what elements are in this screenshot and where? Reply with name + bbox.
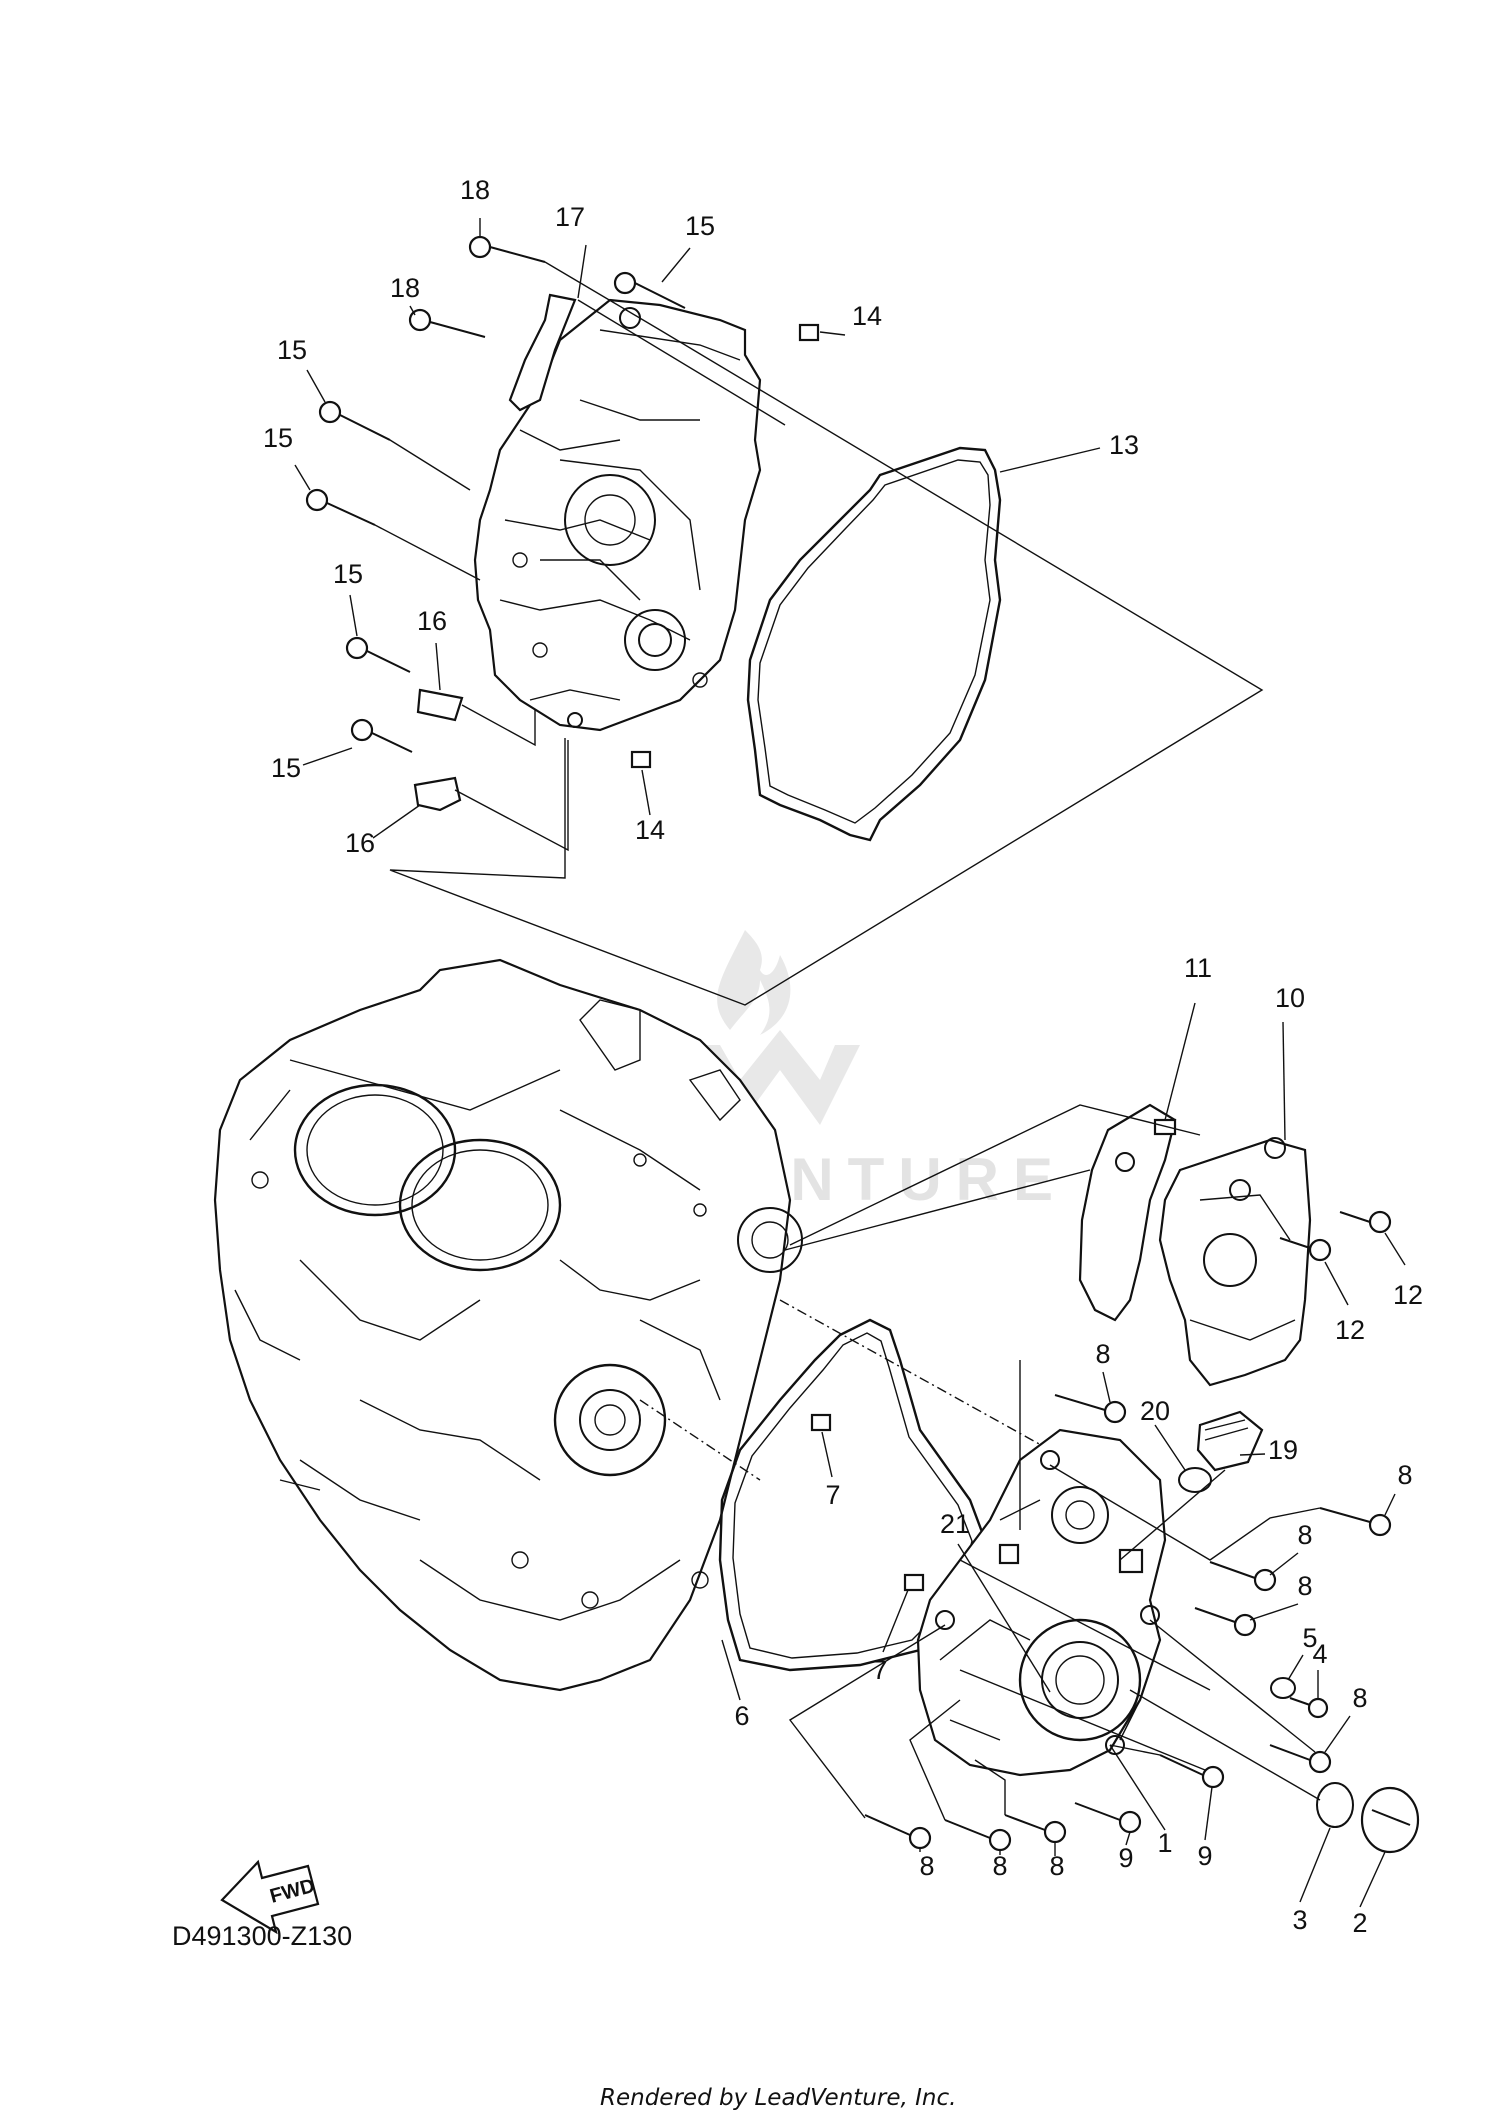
bolt-12-left <box>1279 1237 1332 1262</box>
callout-8-mid2: 8 <box>1297 1571 1312 1601</box>
callout-14-bottom: 14 <box>635 815 665 845</box>
callout-8-mid1: 8 <box>1297 1520 1312 1550</box>
callout-16-upper: 16 <box>417 606 447 636</box>
bolt-8-mid1 <box>1209 1561 1277 1592</box>
part-7-dowel-lower <box>903 1573 925 1592</box>
callout-8-bottom2: 8 <box>992 1851 1007 1881</box>
bolt-9-bottom <box>1074 1802 1142 1834</box>
part-19-plug <box>1196 1410 1264 1472</box>
callout-20: 20 <box>1140 1396 1170 1426</box>
bolt-8-mid2 <box>1194 1607 1257 1637</box>
diagram-code: D491300-Z130 <box>172 1921 352 1951</box>
callout-15-b: 15 <box>277 335 307 365</box>
callout-7-lower: 7 <box>872 1655 887 1685</box>
callout-12-right: 12 <box>1393 1280 1423 1310</box>
chain-guide-11 <box>1078 1103 1177 1322</box>
assembly-lines-top <box>374 261 1264 1006</box>
callout-12-left: 12 <box>1335 1315 1365 1345</box>
callout-labels: 18 17 15 18 14 15 15 13 15 16 15 16 14 1… <box>263 175 1423 1938</box>
bolts-lower <box>864 1394 1392 1852</box>
callout-5: 5 <box>1302 1623 1317 1653</box>
bolt-8-right-top <box>1319 1507 1392 1537</box>
bolt-12-right <box>1339 1210 1392 1234</box>
part-17-bracket <box>508 293 577 412</box>
callout-17: 17 <box>555 202 585 232</box>
rendered-by-footer: Rendered by LeadVenture, Inc. <box>600 2085 956 2111</box>
crankcase-assembly <box>213 958 803 1692</box>
part-3-o-ring <box>1316 1782 1354 1828</box>
bolt-18-lower <box>408 308 486 338</box>
bolt-8-upper <box>1054 1394 1127 1424</box>
bolts-top <box>305 235 820 812</box>
bolt-15-b <box>318 400 391 441</box>
callout-10: 10 <box>1275 983 1305 1013</box>
part-7-dowel-upper <box>810 1413 832 1432</box>
callout-7-upper: 7 <box>825 1480 840 1510</box>
part-16-clamp-upper <box>416 688 464 722</box>
callout-18-upper: 18 <box>460 175 490 205</box>
bolt-15-top <box>613 271 686 309</box>
assembly-lines-lower <box>788 1360 1321 1821</box>
part-16-clamp-lower <box>413 776 462 812</box>
part-13-gasket <box>746 446 1002 842</box>
part-2-cap <box>1360 1786 1420 1854</box>
callout-14-top: 14 <box>852 301 882 331</box>
bolt-8-right-low <box>1269 1744 1332 1774</box>
part-14-dowel-bottom <box>630 750 652 769</box>
part-13-gasket-inner <box>757 459 991 824</box>
callout-9-bottom: 9 <box>1118 1843 1133 1873</box>
callout-2: 2 <box>1352 1908 1367 1938</box>
bolt-8-bottom3 <box>864 1814 932 1850</box>
bolt-15-e <box>350 718 413 753</box>
callout-8-bottom3: 8 <box>919 1851 934 1881</box>
bolt-9-right <box>1159 1754 1225 1789</box>
callout-8-right-top: 8 <box>1397 1460 1412 1490</box>
sprocket-cover-10 <box>1158 1137 1312 1387</box>
callout-9-right: 9 <box>1197 1841 1212 1871</box>
callout-16-lower: 16 <box>345 828 375 858</box>
callout-21: 21 <box>940 1509 970 1539</box>
fwd-arrow-icon: FWD <box>220 1859 320 1935</box>
bolt-8-bottom2 <box>944 1819 1012 1852</box>
callout-1: 1 <box>1157 1828 1172 1858</box>
callout-6: 6 <box>734 1701 749 1731</box>
callout-19: 19 <box>1268 1435 1298 1465</box>
callout-leaders <box>294 218 1406 1908</box>
callout-8-right-low: 8 <box>1352 1683 1367 1713</box>
callout-8-bottom1: 8 <box>1049 1851 1064 1881</box>
callout-15-top: 15 <box>685 211 715 241</box>
callout-8-upper: 8 <box>1095 1339 1110 1369</box>
part-20-o-ring <box>1178 1467 1212 1493</box>
bolt-15-d <box>345 636 411 673</box>
bolt-4 <box>1289 1697 1329 1719</box>
callout-3: 3 <box>1292 1905 1307 1935</box>
bolt-15-c <box>305 488 376 526</box>
callout-13: 13 <box>1109 430 1139 460</box>
callout-11: 11 <box>1184 953 1212 983</box>
callout-18-lower: 18 <box>390 273 420 303</box>
bolt-8-bottom1 <box>1004 1814 1067 1844</box>
callout-15-c: 15 <box>263 423 293 453</box>
part-5-washer <box>1270 1677 1296 1699</box>
bolt-18-upper <box>468 235 546 263</box>
crankcase-cover-right <box>473 298 762 732</box>
callout-4: 4 <box>1312 1639 1327 1669</box>
assembly-lines-mid <box>639 1104 1201 1481</box>
watermark-flame-icon <box>717 930 791 1035</box>
callout-15-d: 15 <box>333 559 363 589</box>
part-14-dowel-top <box>798 323 820 342</box>
callout-15-e: 15 <box>271 753 301 783</box>
